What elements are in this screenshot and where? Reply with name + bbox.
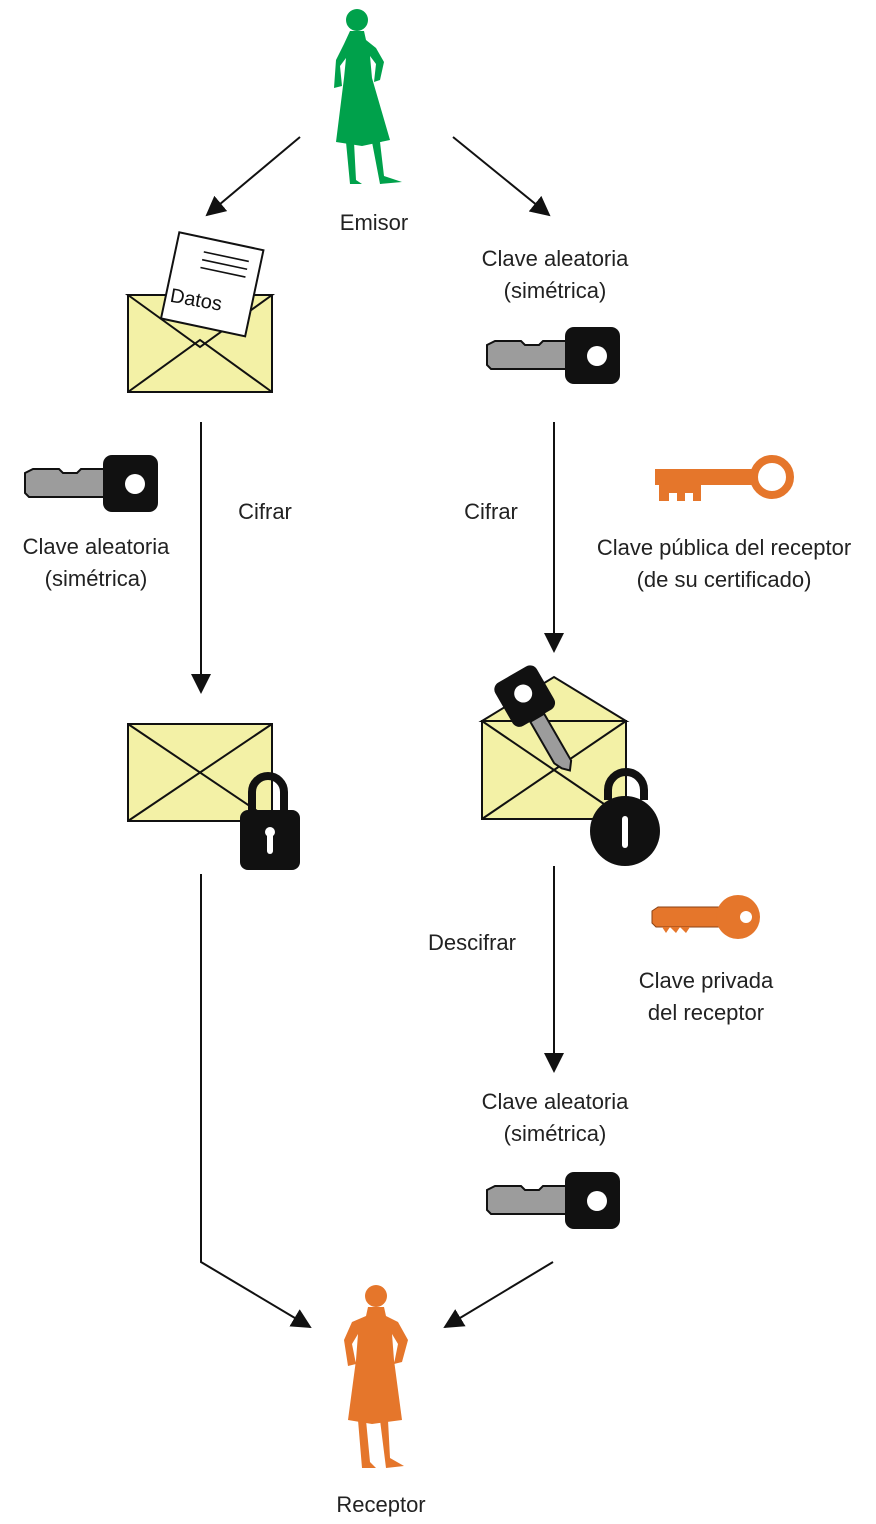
symmetric-key-in-envelope-icon xyxy=(494,665,573,772)
public-key-line1: Clave pública del receptor xyxy=(596,535,852,560)
locked-envelope-left-icon xyxy=(127,723,273,822)
right-key-top-line1: Clave aleatoria xyxy=(481,246,629,271)
decrypt-label: Descifrar xyxy=(427,930,516,955)
private-key-icon xyxy=(651,895,760,939)
sender-label: Emisor xyxy=(339,210,409,235)
padlock-round-icon xyxy=(590,768,660,866)
symmetric-key-top-icon xyxy=(486,327,620,384)
private-key-line2: del receptor xyxy=(647,1000,765,1025)
left-key-line2: (simétrica) xyxy=(44,566,148,591)
public-key-icon xyxy=(655,455,794,501)
arrow-sender-to-envelope xyxy=(205,136,301,217)
public-key-label: Clave pública del receptor (de su certif… xyxy=(566,532,876,596)
right-key-bottom-line2: (simétrica) xyxy=(503,1121,607,1146)
data-envelope-icon: Datos xyxy=(124,231,276,393)
symmetric-key-left-icon xyxy=(24,455,158,512)
right-key-bottom-label: Clave aleatoria (simétrica) xyxy=(446,1086,664,1150)
left-key-line1: Clave aleatoria xyxy=(22,534,170,559)
sender-figure-icon xyxy=(334,9,402,184)
padlock-square-icon xyxy=(240,772,300,870)
public-key-line2: (de su certificado) xyxy=(636,567,812,592)
arrow-right-to-receiver xyxy=(443,1261,554,1329)
right-key-top-line2: (simétrica) xyxy=(503,278,607,303)
right-key-bottom-line1: Clave aleatoria xyxy=(481,1089,629,1114)
private-key-label: Clave privada del receptor xyxy=(616,965,796,1029)
encrypt-left-label: Cifrar xyxy=(238,499,292,524)
encrypt-right-label: Cifrar xyxy=(464,499,518,524)
receiver-label: Receptor xyxy=(336,1492,426,1517)
left-key-label: Clave aleatoria (simétrica) xyxy=(4,531,188,595)
symmetric-key-bottom-icon xyxy=(486,1172,620,1229)
arrow-left-to-receiver xyxy=(200,874,312,1329)
private-key-line1: Clave privada xyxy=(638,968,774,993)
arrow-sender-to-key xyxy=(452,136,551,217)
right-key-top-label: Clave aleatoria (simétrica) xyxy=(446,243,664,307)
receiver-figure-icon xyxy=(344,1285,408,1468)
